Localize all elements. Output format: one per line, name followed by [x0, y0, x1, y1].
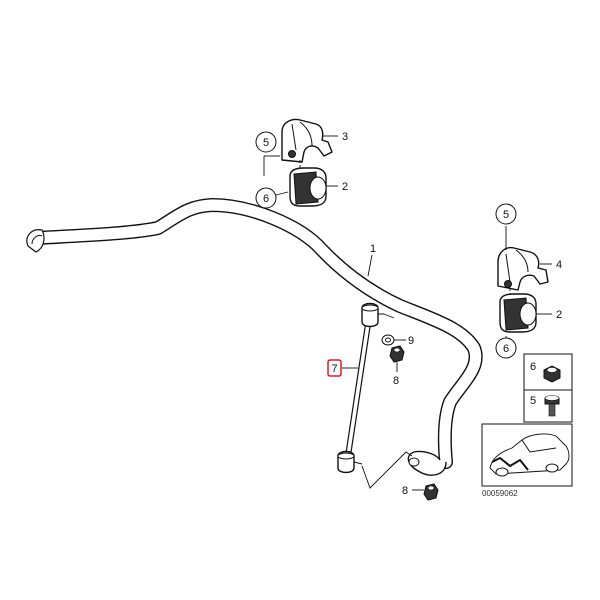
svg-text:5: 5: [263, 137, 269, 149]
callout-2-right[interactable]: 2: [556, 309, 562, 321]
callout-7-highlighted[interactable]: 7: [327, 359, 342, 377]
callout-2-top[interactable]: 2: [342, 181, 348, 193]
svg-text:2: 2: [556, 309, 562, 321]
nut-upper[interactable]: [389, 345, 405, 363]
svg-text:8: 8: [393, 375, 399, 387]
callout-9[interactable]: 9: [408, 335, 414, 347]
svg-text:9: 9: [408, 335, 414, 347]
svg-text:3: 3: [342, 131, 348, 143]
callout-6-top[interactable]: 6: [255, 187, 277, 209]
svg-text:2: 2: [342, 181, 348, 193]
hardware-legend: 6 5: [523, 353, 573, 423]
bar-left-end: [26, 229, 45, 253]
callout-5-right[interactable]: 5: [495, 203, 517, 225]
callout-3[interactable]: 3: [342, 131, 348, 143]
svg-text:5: 5: [530, 395, 536, 407]
svg-text:1: 1: [370, 243, 376, 255]
svg-text:6: 6: [530, 361, 536, 373]
stabilizer-bar[interactable]: [26, 198, 483, 476]
leader-lines: [271, 135, 552, 491]
washer[interactable]: [381, 334, 395, 346]
callout-5-top[interactable]: 5: [255, 131, 277, 153]
svg-text:5: 5: [503, 209, 509, 221]
svg-text:7: 7: [331, 363, 337, 375]
svg-text:6: 6: [263, 193, 269, 205]
nut-lower[interactable]: [423, 483, 439, 501]
legend-item-5-bolt[interactable]: 5: [530, 395, 560, 417]
rubber-mount-left[interactable]: [289, 167, 327, 207]
svg-text:4: 4: [556, 259, 562, 271]
bar-location-marker: [491, 456, 529, 471]
assembly-guide-lines: [263, 155, 511, 489]
callout-6-right[interactable]: 6: [495, 337, 517, 359]
svg-text:8: 8: [402, 485, 408, 497]
rubber-mount-right[interactable]: [499, 293, 537, 333]
svg-text:6: 6: [503, 343, 509, 355]
bracket-left[interactable]: [281, 118, 333, 163]
stabilizer-link[interactable]: [337, 302, 384, 474]
callout-4[interactable]: 4: [556, 259, 562, 271]
vehicle-location-thumbnail[interactable]: [481, 423, 573, 487]
callout-8-lower[interactable]: 8: [402, 485, 408, 497]
legend-item-6-nut[interactable]: 6: [530, 361, 561, 383]
bracket-right[interactable]: [497, 246, 549, 291]
image-reference-number: 00059062: [482, 489, 518, 498]
callout-1[interactable]: 1: [370, 243, 376, 255]
callout-8-upper[interactable]: 8: [393, 375, 399, 387]
